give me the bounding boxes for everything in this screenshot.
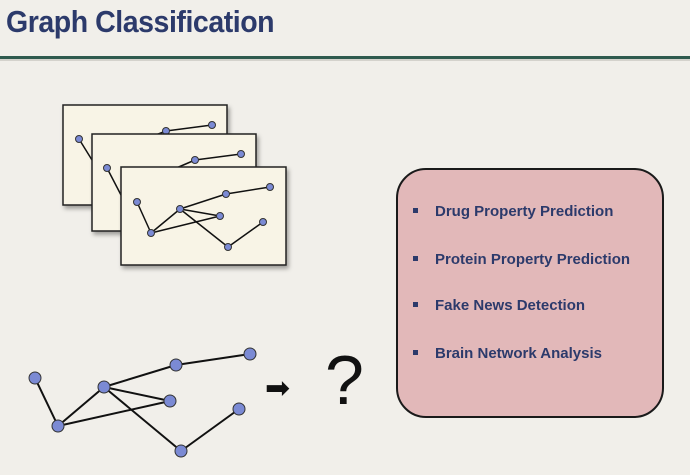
title-divider-shadow bbox=[0, 59, 690, 61]
task-label: Protein Property Prediction bbox=[435, 251, 631, 268]
bullet-icon bbox=[413, 255, 418, 261]
page-title: Graph Classification bbox=[6, 4, 275, 39]
bullet-icon bbox=[413, 301, 418, 307]
query-graph bbox=[28, 347, 257, 458]
task-label: Drug Property Prediction bbox=[435, 203, 614, 220]
task-label: Brain Network Analysis bbox=[435, 345, 602, 362]
applications-box bbox=[396, 168, 664, 418]
task-item: Brain Network Analysis bbox=[413, 345, 602, 362]
task-item: Drug Property Prediction bbox=[413, 203, 613, 220]
task-label: Fake News Detection bbox=[435, 297, 586, 314]
question-mark: ? bbox=[325, 341, 364, 419]
task-item: Protein Property Prediction bbox=[413, 251, 630, 268]
bullet-icon bbox=[413, 349, 418, 355]
bullet-icon bbox=[413, 207, 418, 213]
task-item: Fake News Detection bbox=[413, 297, 585, 314]
title-divider bbox=[0, 56, 690, 59]
right-arrow-icon: ➡ bbox=[265, 371, 291, 406]
graph-card-3 bbox=[120, 166, 287, 266]
